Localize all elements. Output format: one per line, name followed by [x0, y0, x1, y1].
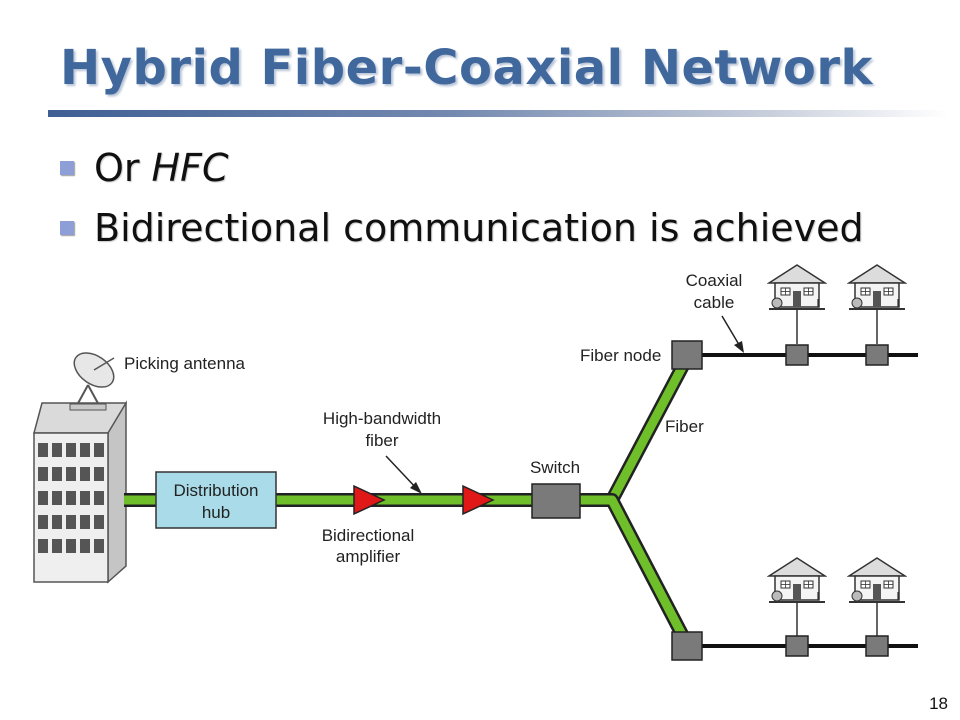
bullet-italic-text: HFC: [151, 146, 229, 190]
bullet-item-bidirectional: Bidirectional communication is achieved: [60, 198, 864, 258]
label-bidirectional: Bidirectional: [322, 526, 415, 545]
amplifier-icon: [353, 484, 386, 516]
label-coaxial: Coaxial: [686, 271, 743, 290]
fiber-node-top: [671, 340, 703, 370]
drop-bottom-1: [785, 603, 809, 657]
label-fiber-word: fiber: [365, 431, 398, 450]
arrow-line: [385, 455, 419, 491]
slide-title: Hybrid Fiber-Coaxial Network: [60, 40, 873, 96]
house-icon: [768, 557, 826, 603]
label-picking-antenna: Picking antenna: [124, 354, 246, 373]
bullet-item-hfc: Or HFC: [60, 138, 864, 198]
bullet-marker-icon: [60, 221, 74, 235]
house-icon: [848, 264, 906, 310]
label-distribution: Distribution: [173, 481, 258, 500]
bullet-text: Bidirectional communication is achieved: [94, 206, 864, 250]
drop-top-1: [785, 310, 809, 366]
page-number: 18: [929, 694, 948, 713]
bullet-marker-icon: [60, 161, 74, 175]
bullet-list: Or HFC Bidirectional communication is ac…: [60, 138, 864, 258]
arrow-head-icon: [410, 482, 422, 494]
label-hub: hub: [202, 503, 230, 522]
drop-bottom-2: [865, 603, 889, 657]
branch-fibers: [600, 352, 695, 650]
title-underline: [48, 110, 948, 117]
headend-building: [33, 400, 127, 584]
switch-box: [531, 483, 581, 519]
amplifier-icon: [462, 484, 495, 516]
fiber-node-bottom: [671, 631, 703, 661]
arrow-head-icon: [734, 341, 744, 353]
label-high-bandwidth: High-bandwidth: [323, 409, 441, 428]
drop-top-2: [865, 310, 889, 366]
bullet-text: Or: [94, 146, 140, 190]
label-cable: cable: [694, 293, 735, 312]
label-switch: Switch: [530, 458, 580, 477]
arrow-line: [721, 315, 742, 349]
satellite-dish-icon: [69, 352, 115, 411]
house-icon: [768, 264, 826, 310]
house-icon: [848, 557, 906, 603]
label-fiber: Fiber: [665, 417, 704, 436]
label-fiber-node: Fiber node: [580, 346, 661, 365]
label-amplifier: amplifier: [336, 547, 401, 566]
distribution-hub: Distribution hub: [155, 471, 277, 529]
